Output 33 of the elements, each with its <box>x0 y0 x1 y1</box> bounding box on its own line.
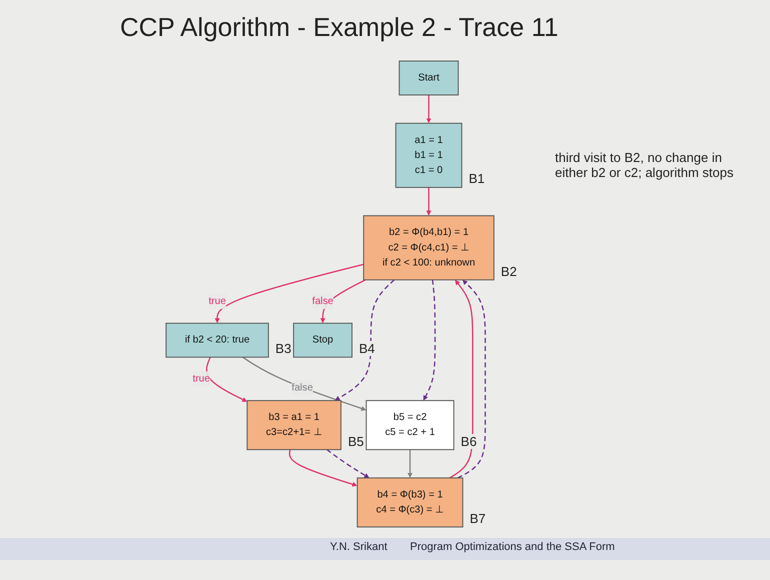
node-box: Stop <box>293 322 352 358</box>
arrow <box>426 187 432 216</box>
block-label: B3 <box>274 341 292 356</box>
edge-label: true <box>208 296 226 307</box>
block-label: B4 <box>358 341 376 356</box>
node-box: Start <box>398 60 459 96</box>
edge-label: true <box>192 373 210 384</box>
footer-title: Program Optimizations and the SSA Form <box>410 541 615 553</box>
author-name: Y.N. Srikant <box>330 541 388 553</box>
arrow <box>449 280 474 478</box>
annotation-note: third visit to B2, no change in either b2 or c2; algorithm stops <box>555 150 734 180</box>
arrow <box>334 279 395 401</box>
node-box: b2 = Φ(b4,b1) = 1 c2 = Φ(c4,c1) = ⊥ if c2 < 100: unknown <box>363 215 494 280</box>
arrow <box>242 356 366 411</box>
arrow <box>326 449 370 478</box>
arrow <box>320 279 366 324</box>
node-box: b5 = c2 c5 = c2 + 1 <box>366 400 454 450</box>
arrow <box>457 280 486 478</box>
arrow <box>426 94 432 124</box>
arrow <box>206 356 248 402</box>
arrow <box>288 450 358 487</box>
arrow <box>214 264 364 324</box>
node-box: if b2 < 20: true <box>166 322 269 358</box>
node-box: b3 = a1 = 1 c3=c2+1= ⊥ <box>246 400 342 450</box>
edge-label: false <box>312 296 334 307</box>
node-box: a1 = 1 b1 = 1 c1 = 0 <box>395 122 462 188</box>
node-box: b4 = Φ(b3) = 1 c4 = Φ(c3) = ⊥ <box>356 477 464 528</box>
block-label: B6 <box>460 434 478 449</box>
edge-label: false <box>292 382 313 394</box>
block-label: B2 <box>500 264 518 279</box>
arrow <box>408 450 413 478</box>
slide-title: CCP Algorithm - Example 2 - Trace 11 <box>120 12 558 43</box>
arrow <box>423 280 436 401</box>
